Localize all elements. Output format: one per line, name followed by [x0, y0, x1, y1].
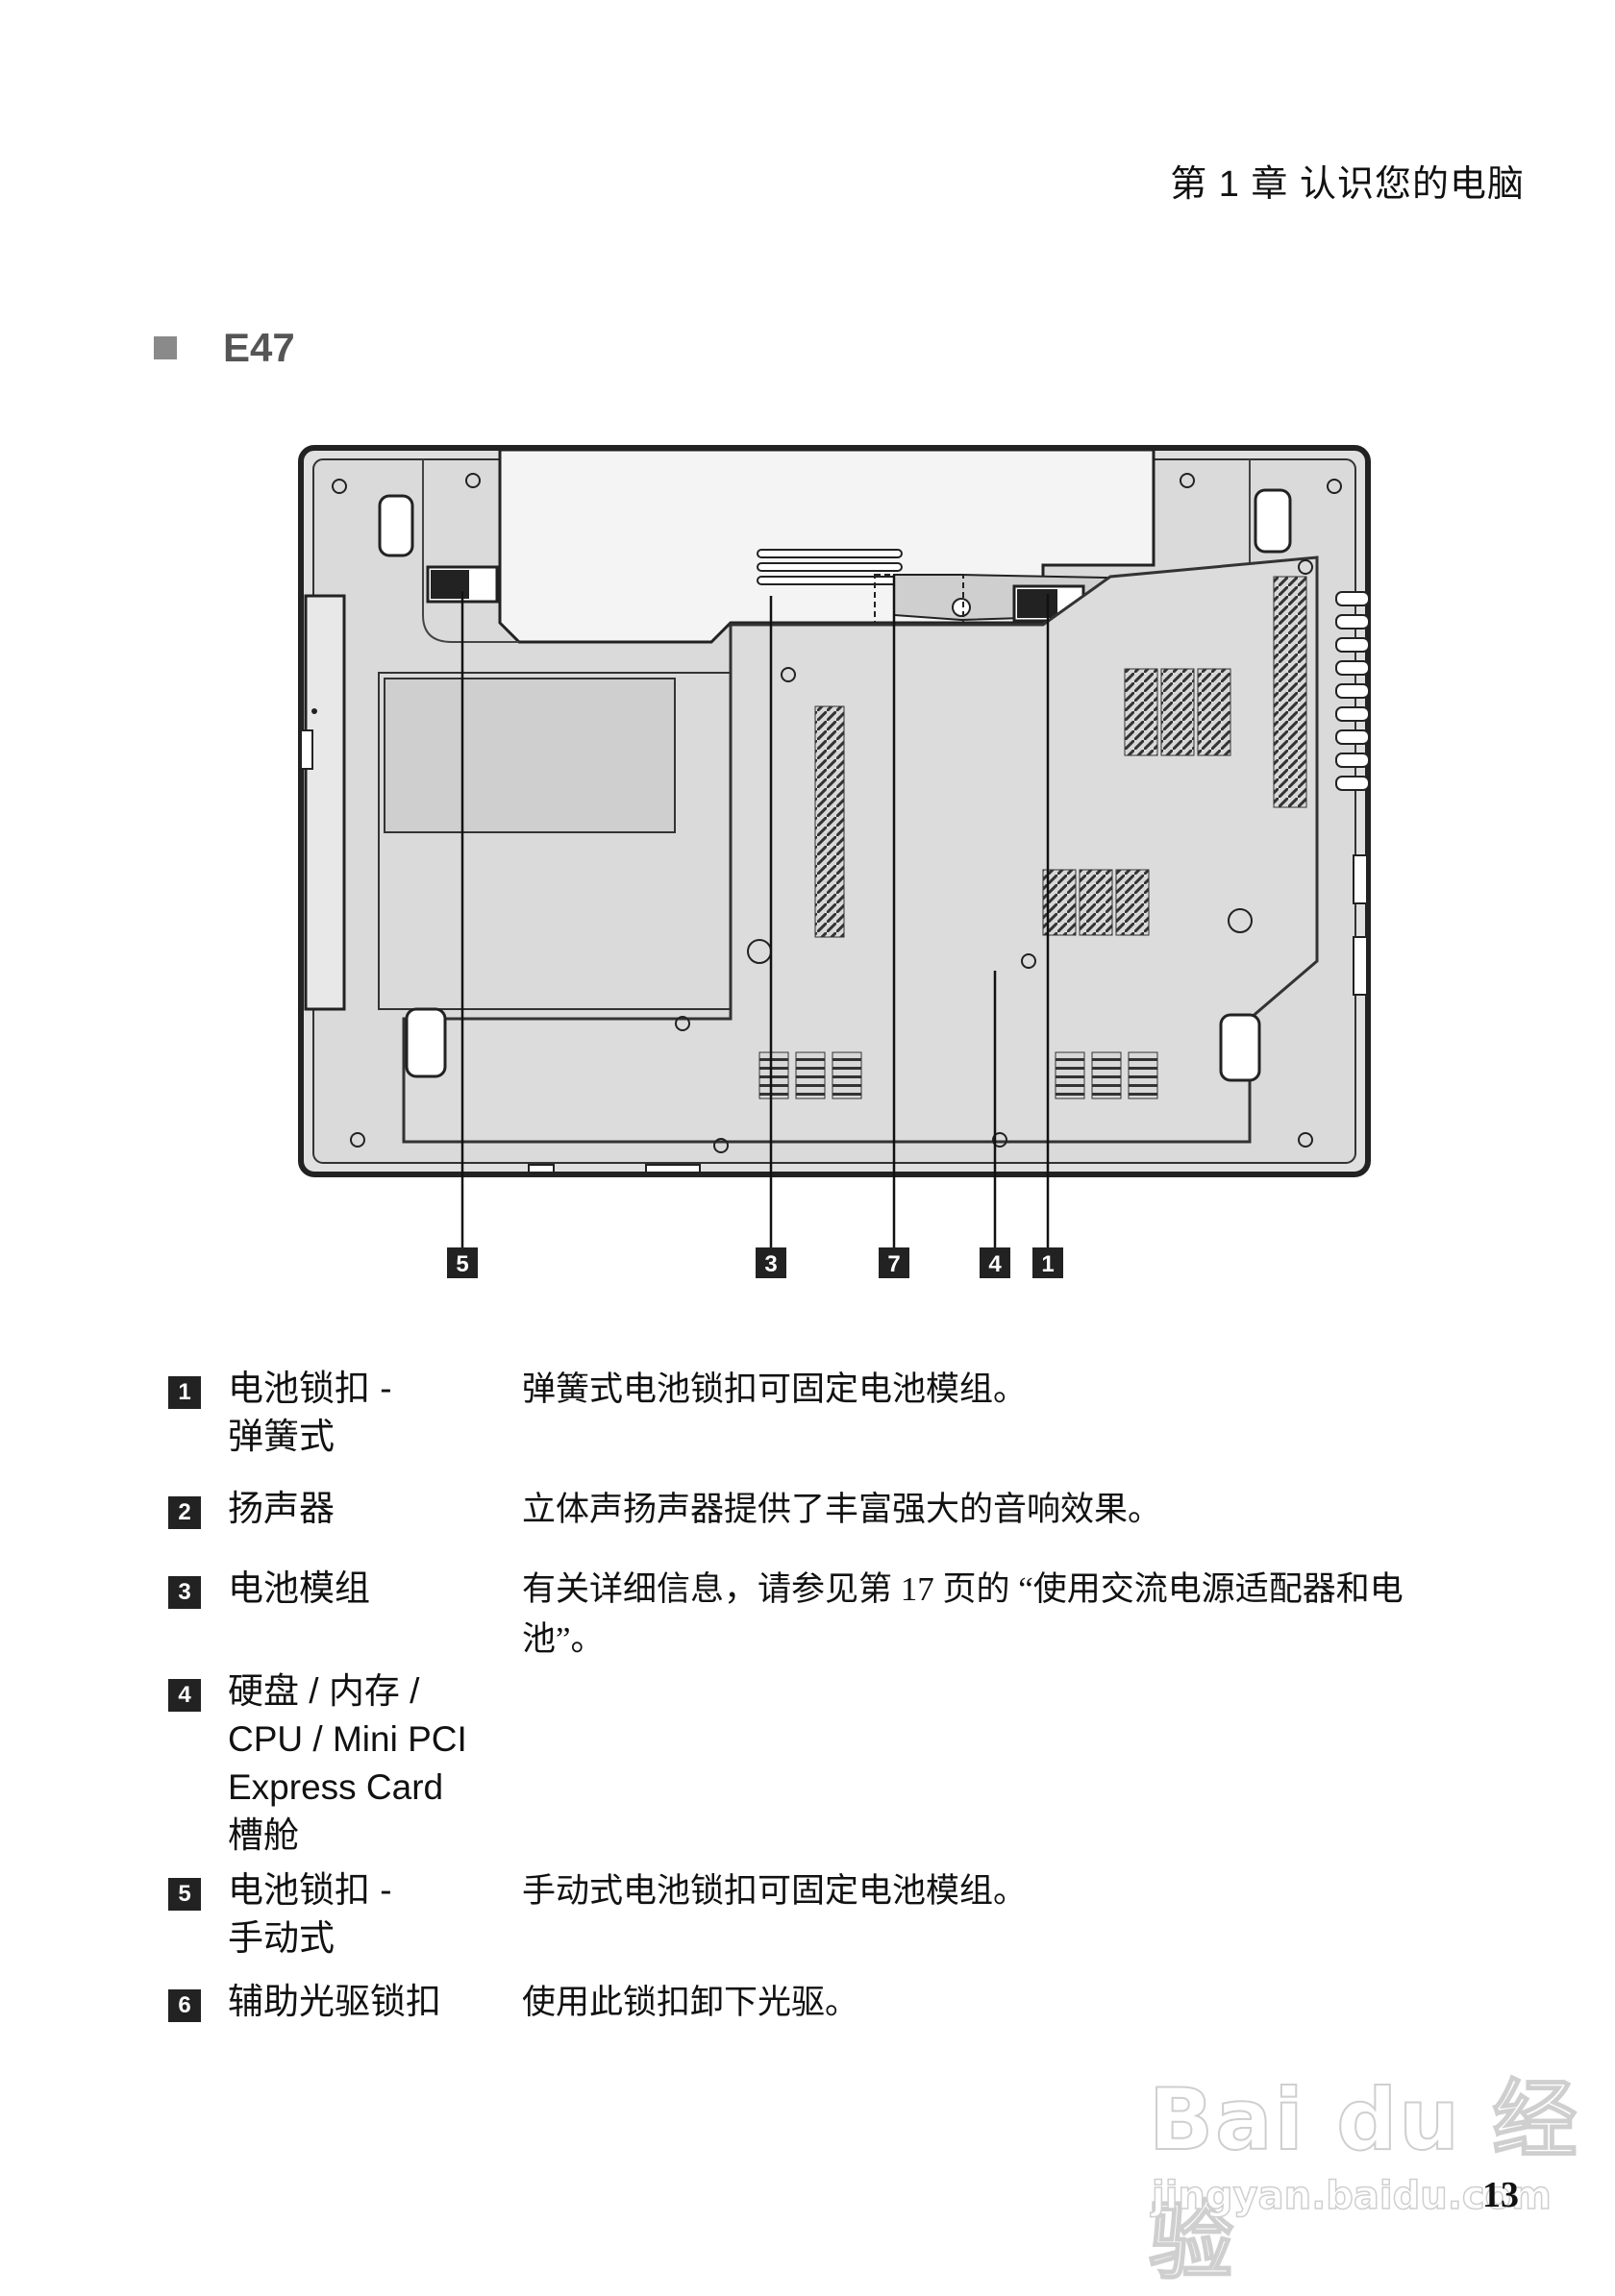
vent-grille	[1079, 869, 1113, 936]
item-name: 扬声器	[228, 1489, 335, 1528]
latch-indicator	[952, 598, 971, 617]
vent-grille	[1091, 1051, 1122, 1099]
screws	[332, 473, 1342, 1153]
item-number: 2	[168, 1496, 201, 1529]
optical-drive	[304, 594, 346, 1011]
item-number: 6	[168, 1989, 201, 2022]
vent-grille	[1055, 1051, 1085, 1099]
rubber-foot	[1219, 1013, 1261, 1082]
item-description: 有关详细信息，请参见第 17 页的 “使用交流电源适配器和电池”。	[522, 1570, 1404, 1658]
hdd-bay	[378, 672, 732, 1010]
item-number: 4	[168, 1679, 201, 1712]
hdd-cover	[384, 678, 676, 833]
callout-badge	[447, 1247, 478, 1278]
item-description: 手动式电池锁扣可固定电池模组。	[522, 1872, 1028, 1910]
item-number: 3	[168, 1576, 201, 1609]
bottom-slot	[528, 1164, 555, 1173]
callout-label: 7	[887, 1251, 900, 1277]
item-description: 弹簧式电池锁扣可固定电池模组。	[522, 1370, 1028, 1408]
vent-grille	[1197, 668, 1231, 756]
item-name: 电池锁扣 - 手动式	[228, 1870, 392, 1958]
item-description: 立体声扬声器提供了丰富强大的音响效果。	[522, 1491, 1162, 1528]
vent-grille	[758, 1051, 789, 1099]
item-number: 5	[168, 1878, 201, 1911]
rubber-foot	[1254, 488, 1292, 554]
drive-eject	[300, 729, 313, 770]
vent-grille	[795, 1051, 826, 1099]
section-heading: E47	[154, 325, 295, 371]
item-name: 电池模组	[228, 1568, 370, 1608]
vent-grille	[1124, 668, 1158, 756]
bottom-slot	[645, 1164, 701, 1173]
callout-7-box	[874, 574, 964, 624]
item-name: 硬盘 / 内存 / CPU / Mini PCI Express Card 槽舱	[228, 1671, 467, 1855]
battery-grip-2	[757, 562, 903, 572]
callout-badge	[1032, 1247, 1063, 1278]
laptop-bottom-diagram: 5 3 7 4 1	[298, 445, 1371, 1278]
callout-badge	[756, 1247, 786, 1278]
callout-label: 4	[988, 1251, 1002, 1277]
callout-badge	[879, 1247, 909, 1278]
page-number: 13	[1482, 2175, 1519, 2215]
section-title: E47	[223, 325, 295, 370]
vent-grille	[1128, 1051, 1158, 1099]
callout-label: 3	[764, 1251, 777, 1277]
callout-label: 5	[456, 1251, 468, 1277]
watermark-url: jingyan.baidu.com	[1151, 2173, 1552, 2219]
chapter-header: 第 1 章 认识您的电脑	[1170, 164, 1525, 205]
right-vents	[1335, 591, 1370, 791]
watermark-logo: Bai du 经验	[1148, 2069, 1579, 2292]
vent-grille	[1115, 869, 1150, 936]
spring-latch-knob	[1017, 589, 1057, 618]
leader-lines	[460, 575, 1050, 1249]
item-name: 辅助光驱锁扣	[228, 1982, 441, 2021]
side-port	[1353, 936, 1368, 996]
vent-grille	[832, 1051, 862, 1099]
callout-badge	[980, 1247, 1010, 1278]
item-number: 1	[168, 1376, 201, 1409]
vent-grille	[1160, 668, 1195, 756]
side-port	[1353, 854, 1368, 904]
rubber-foot	[378, 494, 414, 557]
callout-label: 1	[1041, 1251, 1054, 1277]
section-bullet	[154, 336, 177, 359]
drive-indicator	[311, 708, 317, 714]
vent-grille	[814, 705, 845, 938]
battery-grip-3	[757, 576, 903, 585]
vent-grille	[1273, 576, 1307, 808]
item-name: 电池锁扣 - 弹簧式	[228, 1369, 392, 1456]
rubber-foot	[405, 1007, 447, 1078]
item-description: 使用此锁扣卸下光驱。	[522, 1984, 859, 2021]
left-battery-bay	[422, 459, 519, 643]
battery-grip-1	[757, 549, 903, 558]
